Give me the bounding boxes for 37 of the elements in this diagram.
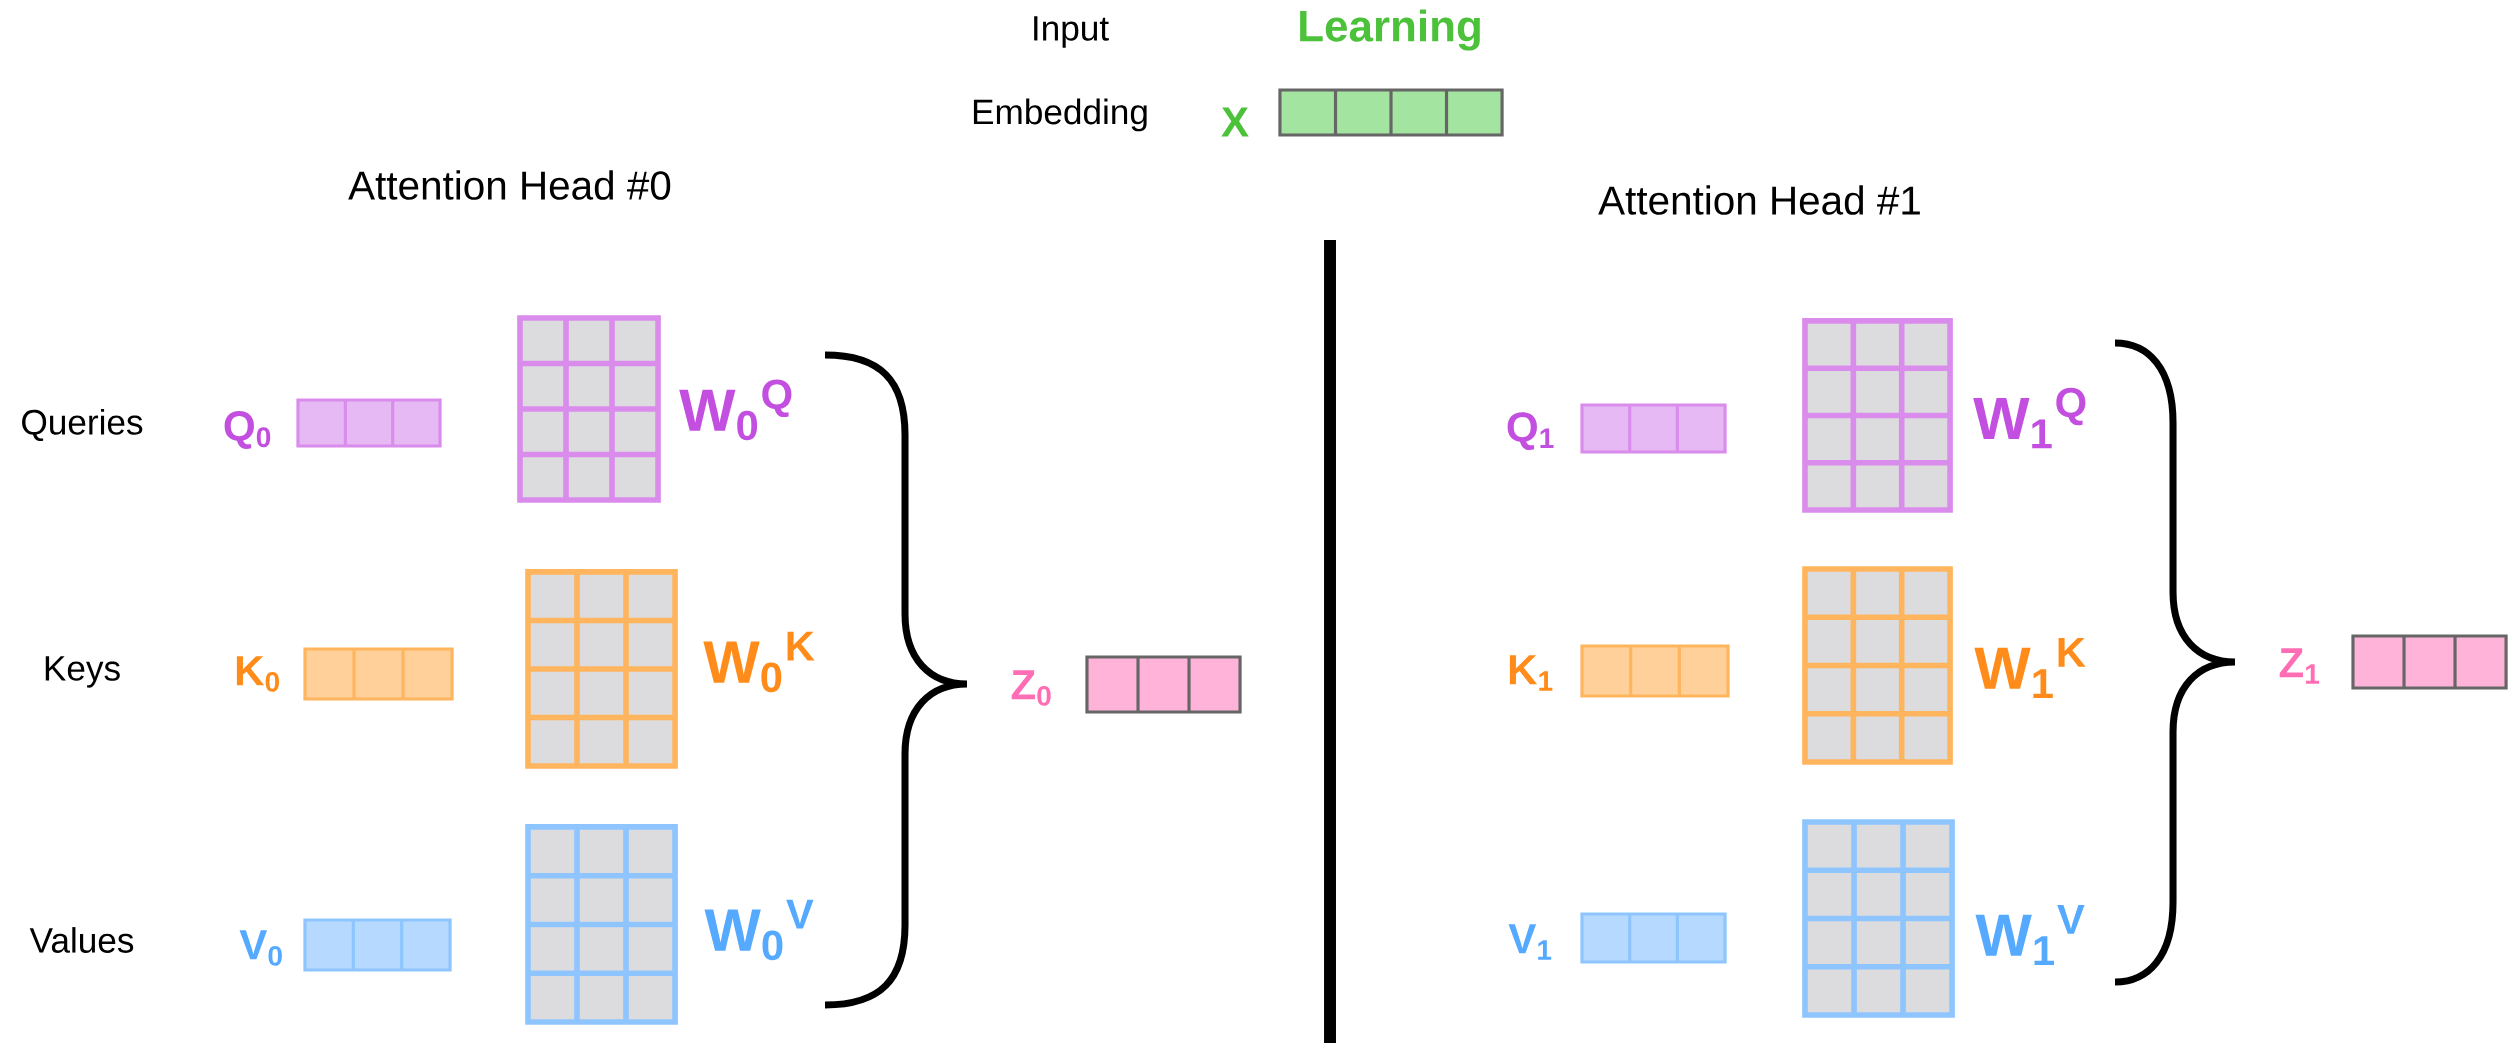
- label-text: Input: [1034, 16, 1109, 48]
- matrix-label: W$_{0}$Q: [679, 379, 792, 441]
- vector-label: X: [1221, 107, 1249, 137]
- vector-bar: [1580, 912, 1727, 964]
- vector-bar: [303, 647, 454, 701]
- matrix-grid: [525, 569, 678, 769]
- row-label: Queries: [22, 408, 143, 442]
- matrix-grid: [1802, 318, 1953, 513]
- vector-bar: [303, 918, 452, 972]
- matrix-grid: [525, 824, 678, 1025]
- vector-label: K$_{1}$: [1509, 655, 1553, 691]
- vector-bar: [1580, 644, 1730, 698]
- vector-bar: [1278, 88, 1504, 137]
- vector-label: K$_{0}$: [236, 656, 280, 692]
- vector-label: V$_{1}$: [1508, 924, 1552, 960]
- vector-bar: [1580, 403, 1727, 454]
- vector-bar: [296, 398, 442, 448]
- vector-label: V$_{0}$: [239, 930, 282, 966]
- vector-bar: [2351, 634, 2508, 690]
- matrix-grid: [517, 315, 661, 503]
- head-title: Attention Head #0: [348, 170, 671, 200]
- matrix-label: W$_{0}$V: [704, 899, 814, 961]
- head-title: Attention Head #1: [1598, 185, 1920, 215]
- matrix-grid: [1802, 566, 1953, 765]
- label-text: Embedding: [973, 98, 1147, 132]
- row-label: Keys: [45, 656, 120, 688]
- vector-label: Q$_{1}$: [1507, 412, 1554, 450]
- vector-bar: [1085, 655, 1242, 714]
- row-label: Values: [29, 927, 134, 953]
- matrix-grid: [1802, 819, 1955, 1018]
- matrix-label: W$_{1}$K: [1974, 638, 2086, 698]
- matrix-label: W$_{1}$Q: [1973, 387, 2086, 449]
- vector-label: Z$_{1}$: [2279, 648, 2320, 684]
- matrix-label: W$_{1}$V: [1975, 905, 2085, 965]
- vector-label: Z$_{0}$: [1011, 670, 1051, 706]
- matrix-label: W$_{0}$K: [703, 631, 815, 693]
- vector-label: Q$_{0}$: [224, 411, 271, 449]
